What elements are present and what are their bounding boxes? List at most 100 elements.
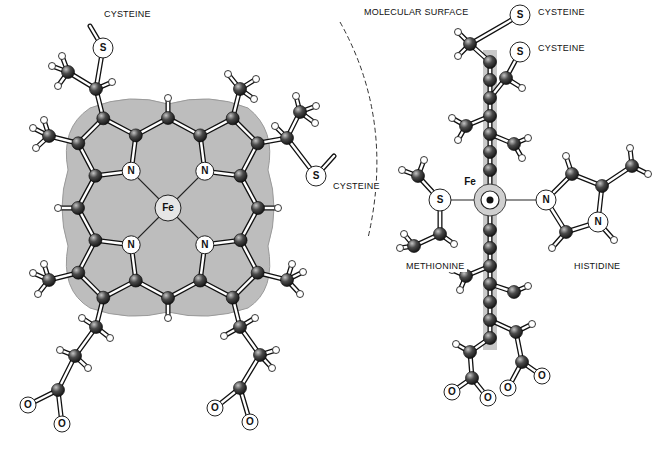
- residue-label: CYSTEINE: [331, 181, 382, 192]
- hydrogen-atom: [79, 315, 86, 322]
- hetero-atom: [93, 38, 113, 58]
- hydrogen-atom: [273, 347, 280, 354]
- carbon-atom: [226, 291, 239, 304]
- hydrogen-atom: [165, 315, 172, 322]
- carbon-atom: [162, 112, 175, 125]
- residue-label: CYSTEINE: [536, 43, 587, 54]
- carbon-atom: [484, 92, 497, 105]
- molecular-surface-line: [340, 22, 377, 238]
- carbon-atom: [69, 350, 82, 363]
- carbon-atom: [484, 314, 497, 327]
- carbon-atom: [464, 38, 477, 51]
- atom-symbol: N: [128, 166, 135, 176]
- hydrogen-atom: [627, 145, 634, 152]
- carbon-atom: [460, 120, 473, 133]
- hydrogen-atom: [49, 63, 56, 70]
- hydrogen-atom: [109, 79, 116, 86]
- hetero-atom: [196, 236, 214, 254]
- carbon-atom: [408, 240, 421, 253]
- hydrogen-atom: [525, 135, 532, 142]
- carbon-atom: [484, 128, 497, 141]
- carbon-atom: [194, 274, 207, 287]
- carbon-atom: [560, 226, 573, 239]
- atom-symbol: Fe: [464, 177, 476, 187]
- carbon-atom: [129, 274, 142, 287]
- hydrogen-atom: [289, 261, 296, 268]
- carbon-atom: [484, 110, 497, 123]
- hydrogen-atom: [30, 270, 37, 277]
- carbon-atom: [516, 356, 529, 369]
- iron-atom: [474, 184, 506, 216]
- hydrogen-atom: [451, 241, 458, 248]
- bond-tube: [28, 26, 334, 424]
- hydrogen-atom: [275, 205, 282, 212]
- bond-tube: [400, 15, 648, 398]
- hydrogen-atom: [272, 123, 279, 130]
- carbon-atom: [129, 129, 142, 142]
- atom-symbol: S: [100, 43, 107, 53]
- hydrogen-atom: [35, 291, 42, 298]
- residue-label: CYSTEINE: [536, 7, 587, 18]
- atom-symbol: O: [246, 417, 254, 427]
- atom-symbol: O: [448, 387, 456, 397]
- carbon-atom: [97, 112, 110, 125]
- residue-label: CYSTEINE: [102, 9, 153, 20]
- residue-label: METHIONINE: [404, 261, 467, 272]
- hydrogen-atom: [30, 29, 652, 372]
- carbon-atom: [484, 56, 497, 69]
- carbon-atom: [162, 292, 175, 305]
- carbon-atom: [464, 346, 477, 359]
- hydrogen-atom: [399, 167, 406, 174]
- carbon-atom: [89, 169, 102, 182]
- hetero-atom: [54, 416, 70, 432]
- hydrogen-atom: [297, 291, 304, 298]
- molecular-surface-fill: [62, 99, 274, 316]
- hetero-atom: [588, 212, 608, 232]
- hydrogen-atom: [312, 120, 319, 127]
- iron-atom: [481, 191, 499, 209]
- carbon-atom: [484, 296, 497, 309]
- hydrogen-atom: [401, 231, 408, 238]
- hydrogen-atom: [300, 269, 307, 276]
- hydrogen-atom: [269, 365, 276, 372]
- hydrogen-atom: [41, 117, 48, 124]
- hydrogen-atom: [253, 76, 260, 83]
- bond-tube: [400, 15, 648, 398]
- atom-symbol: S: [437, 195, 444, 205]
- carbon-atom: [90, 321, 103, 334]
- hetero-atom: [510, 42, 530, 62]
- hydrogen-atom: [221, 333, 228, 340]
- hetero-atom: [534, 368, 550, 384]
- hydrogen-atom: [455, 53, 462, 60]
- hetero-atom: [306, 166, 326, 186]
- hydrogen-atom: [449, 115, 456, 122]
- carbon-atom: [508, 286, 521, 299]
- atom-symbol: O: [538, 371, 546, 381]
- hydrogen-atom: [55, 83, 62, 90]
- carbon-atom: [72, 137, 85, 150]
- hydrogen-atom: [421, 157, 428, 164]
- atom-symbol: N: [594, 217, 601, 227]
- carbon-atom: [251, 137, 264, 150]
- carbon-atom: [484, 242, 497, 255]
- carbon-atom: [466, 372, 479, 385]
- carbon-atom: [484, 260, 497, 273]
- iron-atom: [487, 197, 494, 204]
- carbon-atom: [254, 349, 267, 362]
- molecular-surface-fill: [62, 50, 497, 350]
- hetero-atom: [536, 190, 556, 210]
- carbon-atom: [194, 129, 207, 142]
- hetero-atom: [122, 236, 140, 254]
- carbon-atom: [484, 146, 497, 159]
- hetero-atom: [429, 189, 451, 211]
- carbon-atom: [234, 234, 247, 247]
- hydrogen-atom: [519, 155, 526, 162]
- carbon-atom: [281, 274, 294, 287]
- hydrogen-atom: [457, 287, 464, 294]
- hydrogen-atom: [529, 321, 536, 328]
- carbon-atom: [484, 74, 497, 87]
- hydrogen-atom: [33, 145, 40, 152]
- atom-symbol: S: [313, 171, 320, 181]
- residue-label: MOLECULAR SURFACE: [362, 7, 470, 18]
